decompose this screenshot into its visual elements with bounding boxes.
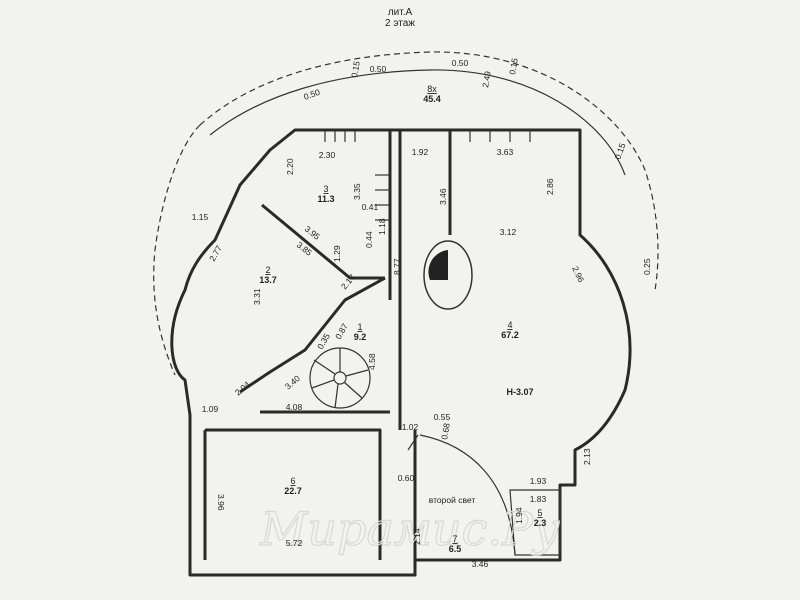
ceiling-height-label: Н-3.07 [506,387,533,397]
room-4-label: 4 67.2 [501,320,519,340]
svg-text:6: 6 [290,476,295,486]
dim-3.46-bottom: 3.46 [472,559,489,569]
dim-1.83: 1.83 [530,494,547,504]
wall-room6-top [205,428,382,560]
dim-5.72: 5.72 [286,538,303,548]
dim-0.55: 0.55 [434,412,451,422]
dim-0.60: 0.60 [398,473,415,483]
balcony-inner-arc [209,69,626,176]
second-light-label: второй свет [429,495,476,505]
floor-label: 2 этаж [385,18,415,29]
dim-3.46-top: 3.46 [438,188,448,205]
dim-0.15-b: 0.15 [507,57,520,75]
window-top-left [324,130,356,142]
balcony-outer-arc [199,51,659,291]
svg-text:4: 4 [507,320,512,330]
svg-text:5: 5 [537,508,542,518]
dim-1.15: 1.15 [192,212,209,222]
room-7-label: 7 6.5 [449,534,462,554]
dim-1.18: 1.18 [377,218,387,235]
svg-text:2.3: 2.3 [534,518,547,528]
room-6-label: 6 22.7 [284,476,302,496]
dim-8.77: 8.77 [392,258,402,275]
dim-4.08: 4.08 [286,402,303,412]
dim-1.93: 1.93 [530,476,547,486]
door-swing-room1 [407,434,419,451]
dim-3.31: 3.31 [252,288,262,305]
svg-text:6.5: 6.5 [449,544,462,554]
svg-text:7: 7 [452,534,457,544]
svg-text:11.3: 11.3 [317,194,334,204]
dim-0.44: 0.44 [364,231,374,248]
svg-text:9.2: 9.2 [354,332,367,342]
dim-1.29: 1.29 [332,245,342,262]
dim-1.09: 1.09 [202,404,219,414]
svg-text:8х: 8х [427,84,437,94]
building-label: лит.А [388,7,413,18]
dim-2.14: 2.14 [412,528,422,545]
dim-2.30: 2.30 [319,150,336,160]
svg-text:3: 3 [323,184,328,194]
spiral-staircase [309,347,371,409]
dim-0.50-b: 0.50 [452,58,469,68]
dim-3.12: 3.12 [500,227,517,237]
svg-text:67.2: 67.2 [501,330,519,340]
dim-0.41: 0.41 [362,202,379,212]
dim-2.86: 2.86 [545,178,555,195]
dim-2.49: 2.49 [480,70,493,88]
dim-1.94: 1.94 [514,507,524,524]
svg-text:45.4: 45.4 [423,94,441,104]
exterior-wall [170,128,632,577]
svg-text:13.7: 13.7 [259,275,277,285]
central-column [423,240,473,310]
wall-room5 [509,489,561,556]
svg-text:1: 1 [357,322,362,332]
svg-text:2: 2 [265,265,270,275]
dim-0.15-a: 0.15 [349,60,362,78]
dim-1.02: 1.02 [402,422,419,432]
dim-2.20: 2.20 [285,158,295,175]
svg-text:22.7: 22.7 [284,486,302,496]
balcony-outer-arc-left [153,124,201,376]
room-2-label: 2 13.7 [259,265,277,285]
room-8x-label: 8х 45.4 [423,84,441,104]
room-5-label: 5 2.3 [534,508,547,528]
dim-0.68: 0.68 [439,422,452,440]
dim-2.13: 2.13 [582,448,592,465]
dim-0.25: 0.25 [642,258,652,275]
wall-room2-bottom [239,276,386,394]
room-3-label: 3 11.3 [317,184,334,204]
dim-4.58: 4.58 [367,353,377,370]
dim-3.35: 3.35 [352,183,362,200]
watermark: Мирамис.Ру [259,502,560,556]
dim-0.50-a: 0.50 [370,64,387,74]
wall-room3-diag [261,203,385,280]
stair-ladder [375,174,390,221]
window-top-right [469,130,531,142]
dim-3.63: 3.63 [497,147,514,157]
dim-1.92: 1.92 [412,147,429,157]
dim-3.96: 3.96 [216,494,226,511]
door-swing-room7 [419,434,516,556]
room-1-label: 1 9.2 [354,322,367,342]
